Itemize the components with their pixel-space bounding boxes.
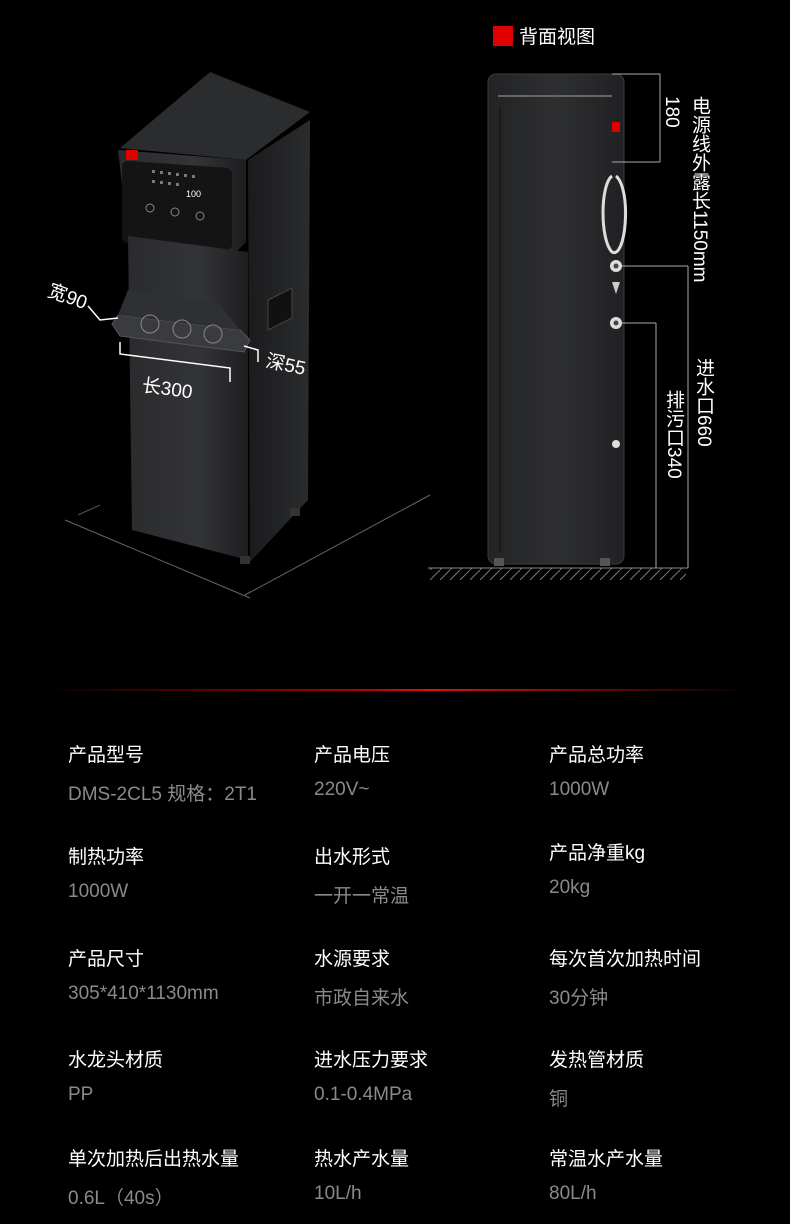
product-illustration-area: 100 — [45, 22, 714, 599]
inlet-height-label: 进水口660 — [693, 358, 714, 447]
spec-label: 单次加热后出热水量 — [68, 1149, 240, 1170]
spec-value: 1000W — [549, 779, 610, 800]
spec-value: 220V~ — [314, 779, 370, 800]
spec-label: 制热功率 — [68, 847, 145, 868]
spec-item: 产品总功率 1000W — [549, 740, 644, 801]
back-view-legend: 背面视图 — [493, 22, 595, 49]
spec-item: 制热功率 1000W — [68, 842, 144, 903]
spec-item: 水龙头材质 PP — [68, 1045, 163, 1106]
spec-item: 产品电压 220V~ — [314, 740, 390, 801]
spec-label: 产品净重kg — [549, 843, 646, 864]
spec-value: 20kg — [549, 877, 591, 898]
spec-label: 发热管材质 — [549, 1050, 645, 1071]
spec-item: 产品尺寸 305*410*1130mm — [68, 944, 219, 1005]
spec-item: 产品型号 DMS-2CL5 规格：2T1 — [68, 740, 257, 806]
spec-label: 产品尺寸 — [68, 949, 145, 970]
spec-value: 铜 — [549, 1089, 569, 1110]
spec-value: 10L/h — [314, 1183, 362, 1204]
spec-value: 市政自来水 — [314, 988, 410, 1009]
spec-label: 出水形式 — [314, 847, 391, 868]
section-divider — [40, 689, 750, 691]
svg-text:100: 100 — [186, 189, 201, 199]
spec-item: 热水产水量 10L/h — [314, 1144, 409, 1205]
back-view-title: 背面视图 — [519, 27, 596, 48]
spec-value: 80L/h — [549, 1183, 597, 1204]
spec-value: 1000W — [68, 881, 129, 902]
back-view-dispenser — [428, 73, 689, 580]
front-view-dispenser: 100 — [64, 72, 431, 599]
spec-item: 出水形式 一开一常温 — [314, 842, 409, 908]
cable-length-label: 电源线外露长1150mm — [689, 96, 710, 283]
spec-label: 每次首次加热时间 — [549, 949, 702, 970]
spec-label: 常温水产水量 — [549, 1149, 664, 1170]
spec-item: 进水压力要求 0.1-0.4MPa — [314, 1045, 428, 1106]
spec-value: DMS-2CL5 规格：2T1 — [68, 784, 257, 805]
spec-label: 水龙头材质 — [68, 1050, 164, 1071]
red-square-icon — [493, 25, 513, 46]
top-offset-label: 180 — [661, 96, 682, 128]
spec-value: 一开一常温 — [314, 886, 410, 907]
spec-item: 发热管材质 铜 — [549, 1045, 644, 1111]
spec-item: 常温水产水量 80L/h — [549, 1144, 663, 1205]
spec-value: 30分钟 — [549, 988, 609, 1009]
spec-label: 产品型号 — [68, 745, 145, 766]
spec-label: 热水产水量 — [314, 1149, 410, 1170]
spec-label: 产品电压 — [314, 745, 391, 766]
spec-item: 每次首次加热时间 30分钟 — [549, 944, 701, 1010]
spec-item: 产品净重kg 20kg — [549, 838, 645, 899]
drain-height-label: 排污口340 — [663, 390, 684, 479]
dispenser-drawings: 100 — [64, 72, 689, 599]
spec-item: 单次加热后出热水量 0.6L（40s） — [68, 1144, 239, 1210]
spec-value: PP — [68, 1084, 94, 1105]
spec-value: 0.1-0.4MPa — [314, 1084, 413, 1105]
spec-value: 0.6L（40s） — [68, 1188, 174, 1209]
spec-label: 进水压力要求 — [314, 1050, 429, 1071]
spec-label: 产品总功率 — [549, 745, 645, 766]
spec-value: 305*410*1130mm — [68, 983, 219, 1004]
spec-label: 水源要求 — [314, 949, 391, 970]
spec-item: 水源要求 市政自来水 — [314, 944, 409, 1010]
